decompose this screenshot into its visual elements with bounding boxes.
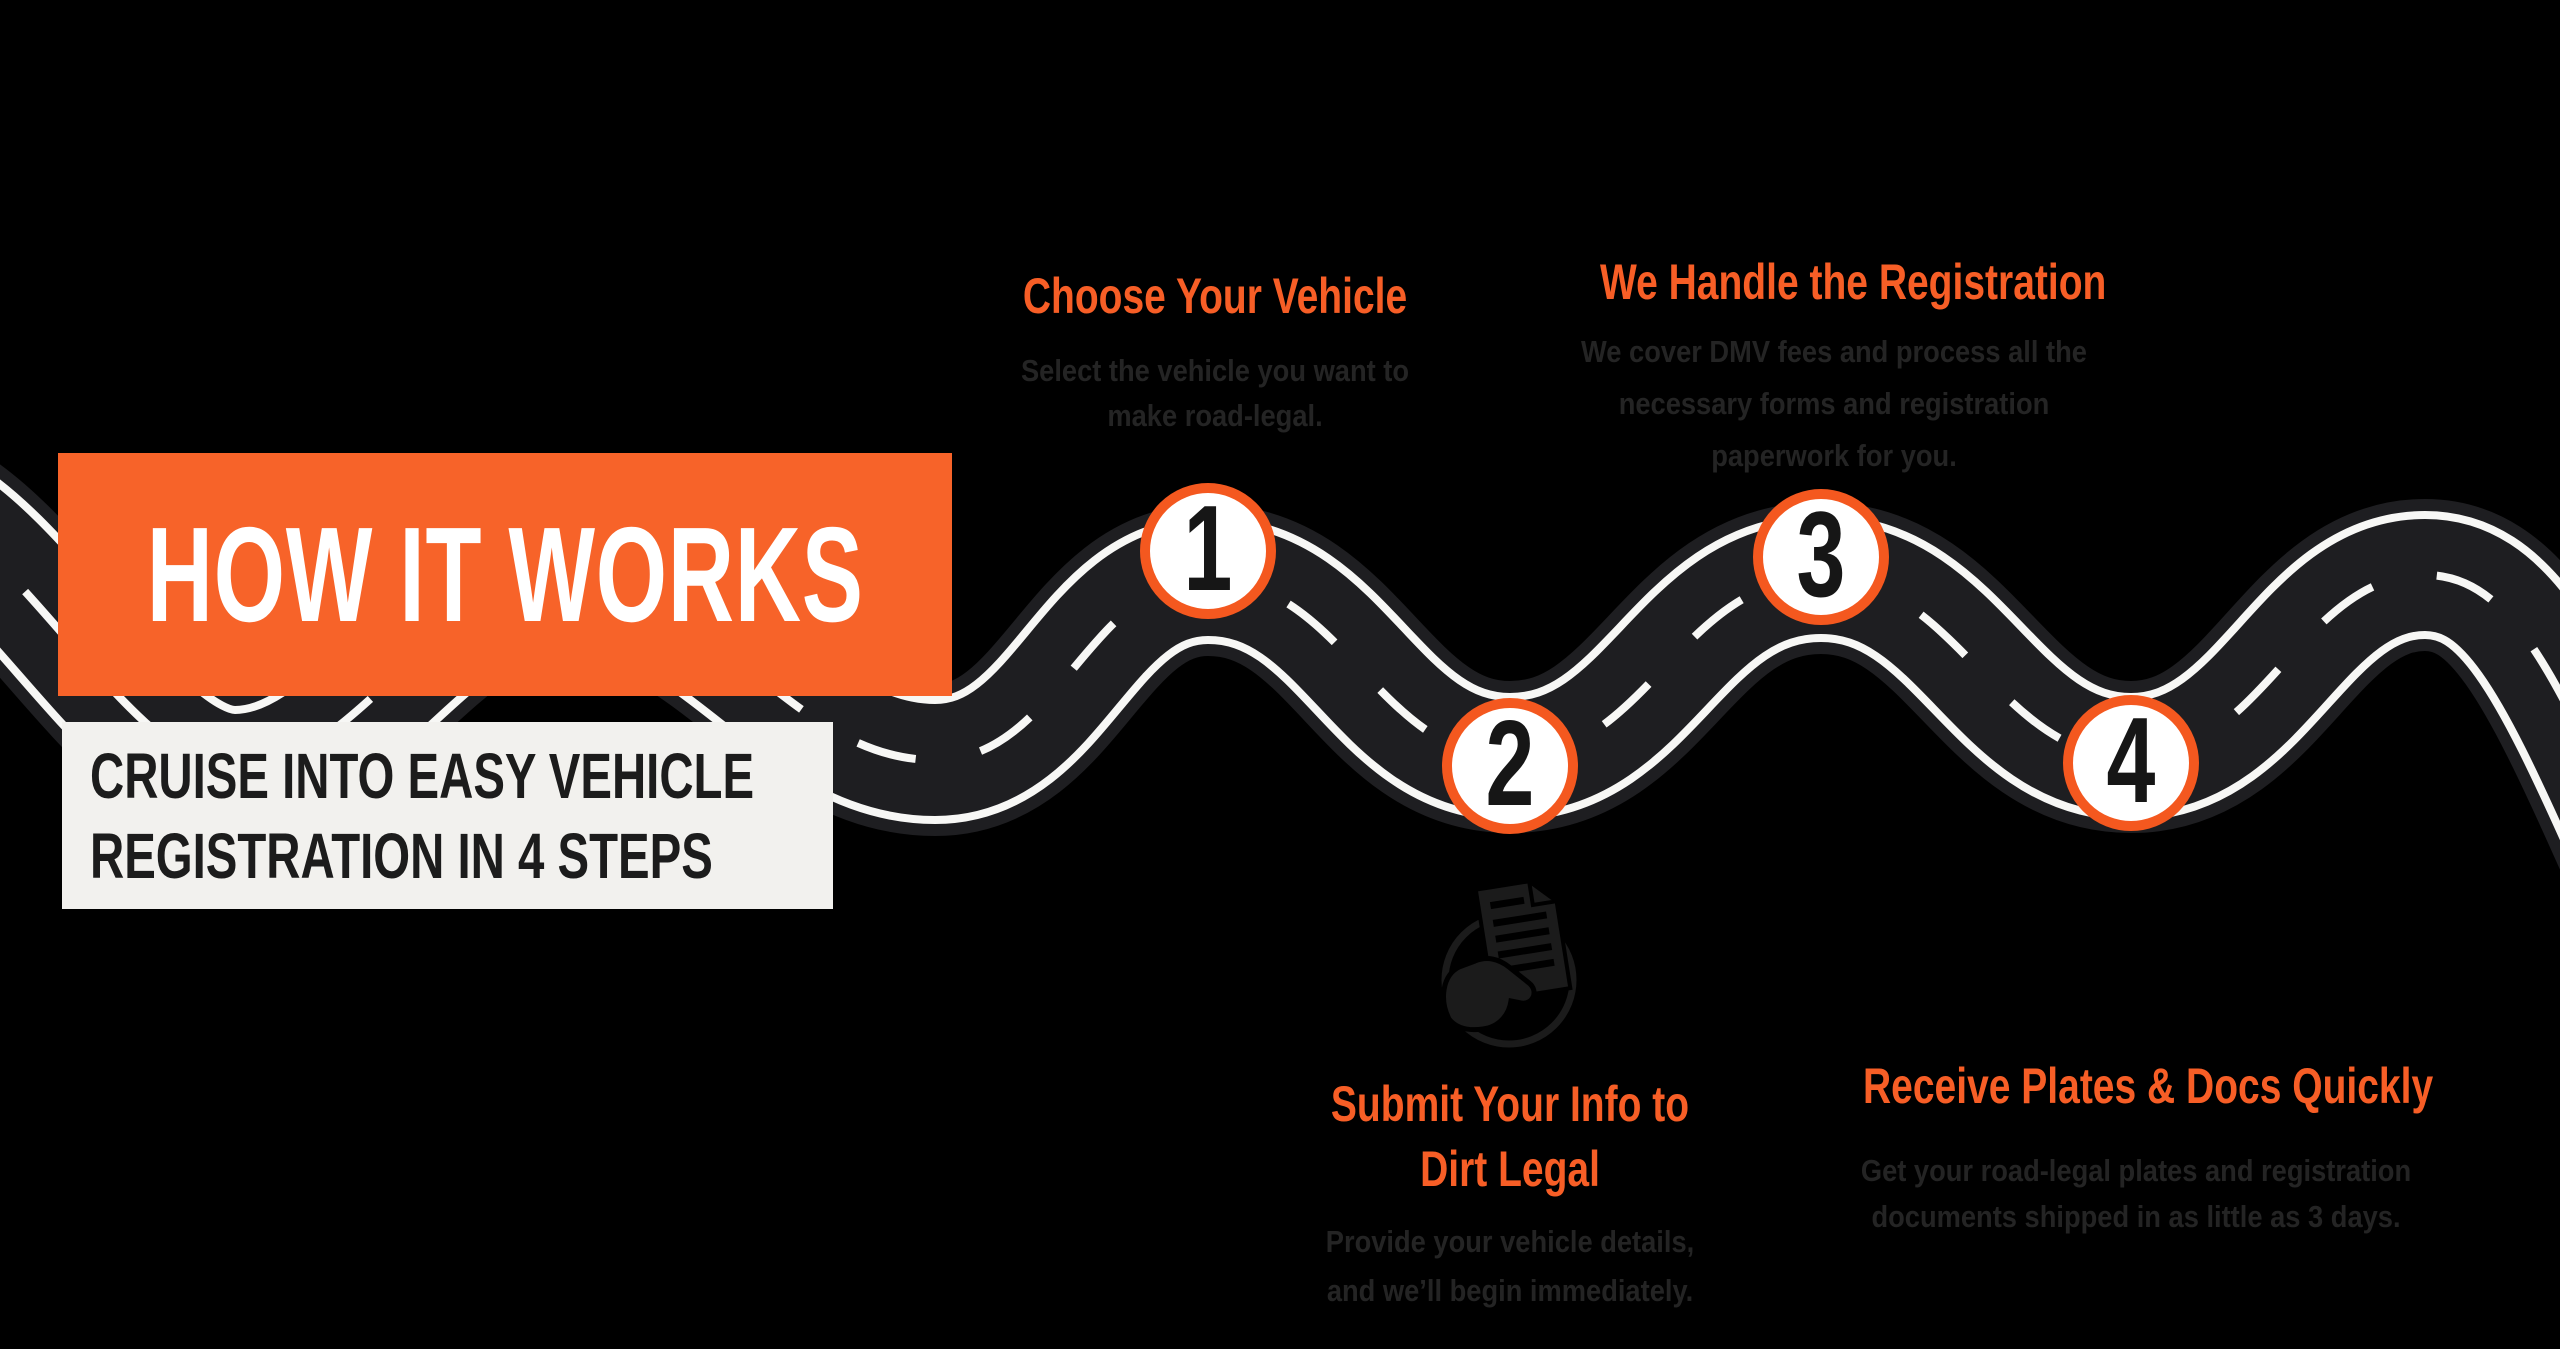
step-1-description-line: make road-legal.	[1107, 398, 1323, 433]
step-4-description-line: Get your road-legal plates and registrat…	[1860, 1153, 2412, 1188]
step-1-marker: 1	[1140, 483, 1276, 619]
subtitle-box: CRUISE INTO EASY VEHICLE REGISTRATION IN…	[62, 722, 833, 909]
step-3-title: We Handle the Registration	[1534, 254, 2134, 310]
step-2-marker: 2	[1442, 698, 1578, 834]
banner-title: HOW IT WORKS	[146, 499, 864, 650]
step-2-title-line: Submit Your Info to	[1330, 1076, 1690, 1132]
step-3-description-line: We cover DMV fees and process all the	[1581, 334, 2087, 369]
step-2-description-line: Provide your vehicle details,	[1325, 1224, 1695, 1259]
how-it-works-banner: HOW IT WORKS	[58, 453, 952, 696]
step-1-title-line: Choose Your Vehicle	[1022, 268, 1408, 324]
road-center-dashed-line	[0, 559, 2560, 775]
step-4-title: Receive Plates & Docs Quickly	[1786, 1058, 2486, 1114]
step-3-number: 3	[1796, 486, 1846, 622]
step-1-title: Choose Your Vehicle	[915, 268, 1515, 324]
step-1-number: 1	[1183, 480, 1233, 616]
step-2-title: Submit Your Info to Dirt Legal	[1210, 1072, 1810, 1202]
step-2-description: Provide your vehicle details, and we’ll …	[1240, 1217, 1780, 1315]
subtitle-line: CRUISE INTO EASY VEHICLE	[90, 739, 755, 812]
step-4-marker: 4	[2063, 695, 2199, 831]
step-2-description-line: and we’ll begin immediately.	[1326, 1273, 1694, 1308]
step-2-number: 2	[1485, 695, 1535, 831]
step-1-description-line: Select the vehicle you want to	[1020, 353, 1410, 388]
step-4-description-line: documents shipped in as little as 3 days…	[1871, 1199, 2401, 1234]
step-2-title-line: Dirt Legal	[1420, 1141, 1600, 1197]
step-1-description: Select the vehicle you want to make road…	[965, 348, 1465, 438]
step-3-description-line: necessary forms and registration	[1618, 386, 2050, 421]
step-3-description-line: paperwork for you.	[1711, 438, 1957, 473]
step-3-description: We cover DMV fees and process all the ne…	[1534, 326, 2134, 482]
step-3-title-line: We Handle the Registration	[1600, 254, 2107, 310]
hand-icon	[1441, 956, 1537, 1033]
step-4-title-line: Receive Plates & Docs Quickly	[1863, 1058, 2434, 1114]
step-3-marker: 3	[1753, 489, 1889, 625]
step-4-description: Get your road-legal plates and registrat…	[1806, 1148, 2466, 1240]
hand-holding-document-icon	[1441, 880, 1577, 1048]
step-4-number: 4	[2106, 692, 2156, 828]
subtitle-line: REGISTRATION IN 4 STEPS	[90, 819, 713, 892]
